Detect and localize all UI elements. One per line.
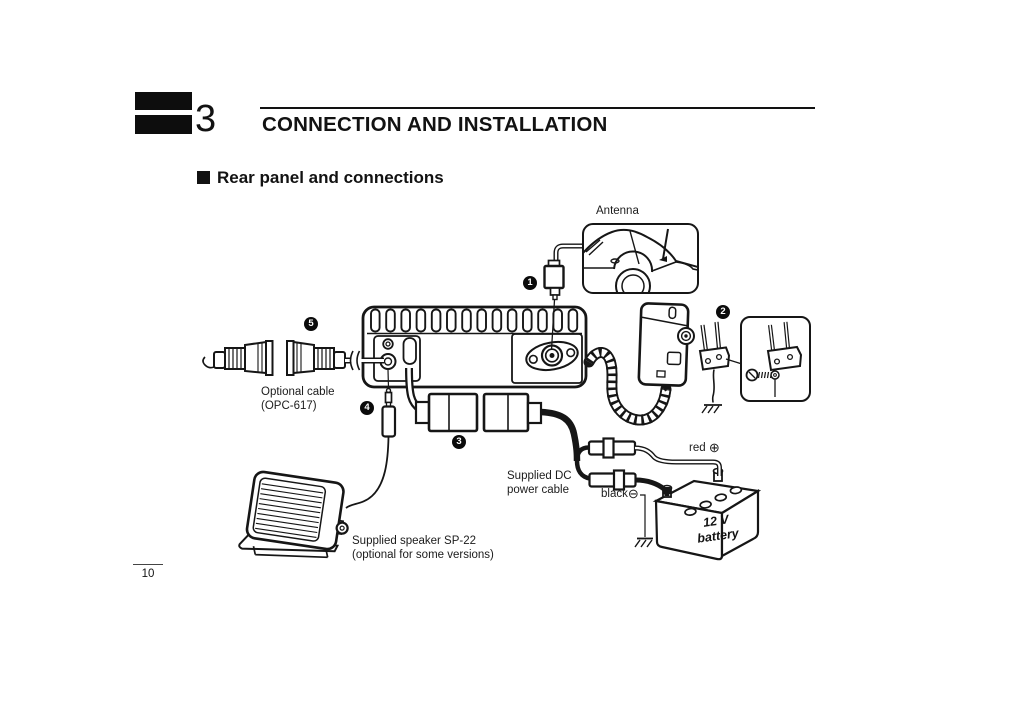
- antenna-label: Antenna: [596, 205, 639, 217]
- callout-4: 4: [360, 401, 374, 415]
- red-terminal-label: red ⊕: [689, 441, 720, 456]
- section-heading-label: Rear panel and connections: [217, 168, 444, 187]
- red-label-text: red: [689, 442, 706, 454]
- car-illustration: [582, 223, 699, 294]
- microphone: [637, 302, 695, 392]
- mic-coiled-cord: [583, 347, 672, 426]
- black-terminal-label: black⊖: [601, 487, 639, 502]
- chapter-rule: [260, 107, 815, 109]
- optional-cable-line1: Optional cable: [261, 386, 335, 398]
- chapter-tab-bar-top: [135, 92, 192, 110]
- speaker: [238, 470, 349, 559]
- plus-circle-icon: ⊕: [708, 440, 720, 455]
- callout-2: 2: [716, 305, 730, 319]
- dc-cable-label: Supplied DC power cable: [507, 470, 572, 497]
- speaker-plug: [345, 369, 397, 509]
- callout-5: 5: [304, 317, 318, 331]
- dc-connectors: [405, 367, 543, 433]
- speaker-line2: (optional for some versions): [352, 548, 494, 561]
- callout-1: 1: [523, 276, 537, 290]
- minus-circle-icon: ⊖: [627, 486, 639, 501]
- black-label-text: black: [601, 488, 628, 500]
- mic-hanger-bracket: [698, 321, 731, 414]
- page-number: 10: [133, 564, 163, 580]
- radio-rear-panel: [361, 305, 588, 389]
- dc-power-cable-fuses: [540, 408, 722, 548]
- dc-cable-line2: power cable: [507, 483, 570, 496]
- bracket-closeup: [725, 316, 811, 402]
- chapter-title: CONNECTION AND INSTALLATION: [262, 113, 608, 136]
- section-heading: Rear panel and connections: [197, 168, 444, 188]
- optional-cable-line2: (OPC-617): [261, 399, 317, 412]
- section-square-icon: [197, 171, 210, 184]
- chapter-number: 3: [195, 98, 217, 140]
- battery: [652, 467, 762, 561]
- callout-3: 3: [452, 435, 466, 449]
- optional-cable-label: Optional cable (OPC-617): [261, 386, 335, 413]
- antenna-plug: [543, 243, 583, 351]
- speaker-label: Supplied speaker SP-22 (optional for som…: [352, 535, 494, 562]
- optional-cable-connectors: [202, 340, 384, 376]
- dc-cable-line1: Supplied DC: [507, 470, 572, 482]
- chapter-tab-bar-bottom: [135, 115, 192, 134]
- speaker-line1: Supplied speaker SP-22: [352, 535, 477, 547]
